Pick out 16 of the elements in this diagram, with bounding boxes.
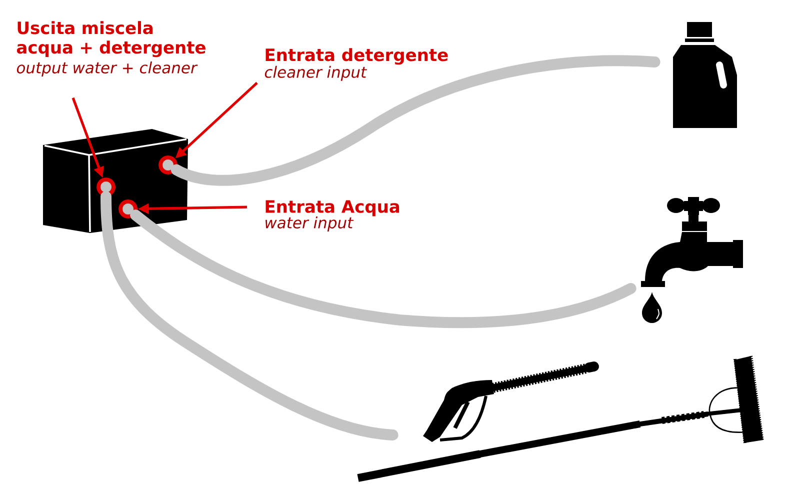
hose <box>170 55 660 186</box>
mixer-box <box>43 129 188 233</box>
callout-title: Uscita miscela acqua + detergente <box>16 21 206 58</box>
callout-title: Entrata detergente <box>266 48 448 65</box>
detergent-bottle <box>673 22 737 128</box>
callout-subtitle: output water + cleaner <box>16 62 198 77</box>
hose-port <box>118 200 138 218</box>
hose <box>130 210 636 328</box>
hose-port <box>158 156 178 174</box>
callout-title: Entrata Acqua <box>266 200 400 216</box>
callout-subtitle: water input <box>266 216 354 232</box>
hose-port <box>96 178 116 196</box>
water-tap <box>641 197 743 323</box>
spray-gun <box>423 362 599 442</box>
hose <box>100 191 398 440</box>
callout-subtitle: cleaner input <box>264 66 368 81</box>
